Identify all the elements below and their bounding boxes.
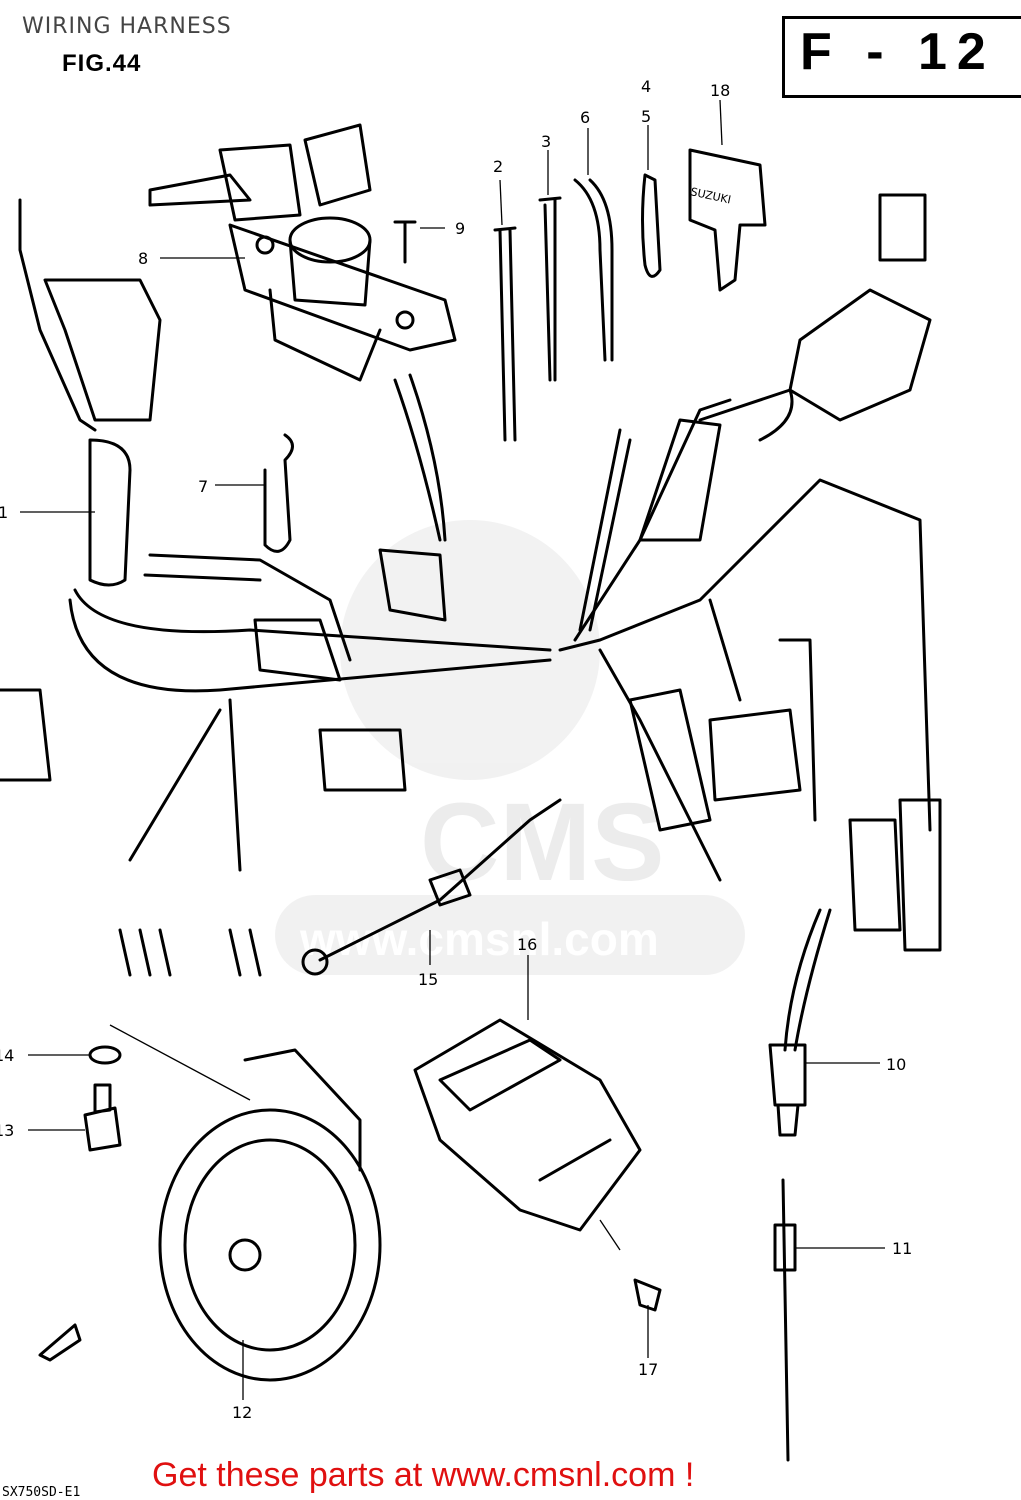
watermark-url: www.cmsnl.com: [299, 913, 659, 965]
ignition-switch-part: [148, 123, 457, 382]
screw-part: [393, 220, 417, 264]
tie-part-6: [573, 178, 614, 362]
spring-part: [781, 1178, 790, 1462]
ground-wire-part: [318, 798, 562, 962]
relay-part: [413, 1018, 642, 1232]
harness-coupler: [43, 278, 162, 422]
section-code: F - 12: [800, 23, 996, 81]
cms-watermark: CMS www.cmsnl.com: [275, 520, 745, 975]
callout-3: 3: [541, 132, 551, 151]
figure-label: FIG.44: [62, 50, 142, 77]
horn-part: [158, 1048, 382, 1382]
callout-7: 7: [198, 477, 208, 496]
callout-10: 10: [886, 1055, 906, 1074]
model-code: SX750SD-E1: [2, 1485, 81, 1500]
tie-part-3: [538, 196, 562, 382]
callout-9: 9: [455, 219, 465, 238]
footer-link[interactable]: Get these parts at www.cmsnl.com !: [152, 1456, 695, 1494]
section-box: [782, 16, 1021, 98]
key-stamp: SUZUKI: [689, 185, 732, 206]
harness-part-1: [18, 198, 97, 432]
callout-16: 16: [517, 935, 537, 954]
callout-15: 15: [418, 970, 438, 989]
callout-1: 1: [0, 503, 8, 522]
page-title: WIRING HARNESS: [22, 14, 232, 39]
callout-4: 4: [641, 77, 651, 96]
front-arrow-icon: [38, 1323, 82, 1362]
screw-part-17: [633, 1278, 662, 1312]
bolt-part: [83, 1083, 122, 1152]
callout-8: 8: [138, 249, 148, 268]
callout-6: 6: [580, 108, 590, 127]
leader-lines: [20, 99, 885, 1400]
callout-17: 17: [638, 1360, 658, 1379]
switch-part-10: [783, 908, 832, 1052]
clamp-part-5: [641, 173, 662, 278]
key-part: [688, 148, 767, 292]
clamp-part-2: [493, 226, 517, 442]
callout-11: 11: [892, 1239, 912, 1258]
callout-14: 14: [0, 1046, 14, 1065]
callout-13: 13: [0, 1121, 14, 1140]
washer-part: [88, 1045, 122, 1065]
callout-18: 18: [710, 81, 730, 100]
clip-part-7: [263, 433, 294, 553]
callout-5: 5: [641, 107, 651, 126]
callout-2: 2: [493, 157, 503, 176]
callout-12: 12: [232, 1403, 252, 1422]
